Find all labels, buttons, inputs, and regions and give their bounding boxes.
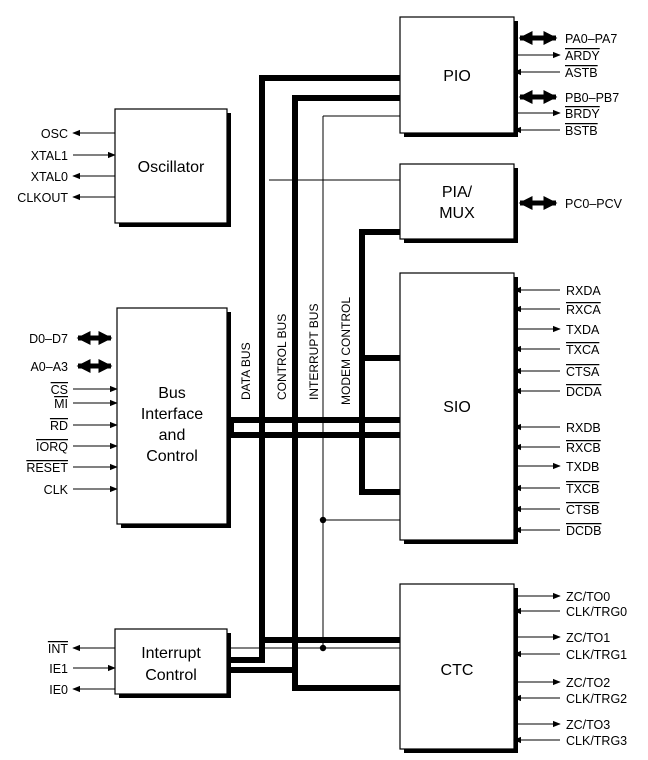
rxdb-label: RXDB <box>566 421 601 435</box>
bstb-label: BSTB <box>565 124 598 138</box>
pa0-pa7-label: PA0–PA7 <box>565 32 617 46</box>
bus-interface-line3: and <box>159 427 186 444</box>
pb0-pb7-label: PB0–PB7 <box>565 91 619 105</box>
ctsb-label: CTSB <box>566 503 599 517</box>
bus-interface-signals: D0–D7 A0–A3 CS MI RD IORQ RESET CLK <box>26 331 118 497</box>
bus-lines <box>223 75 403 691</box>
rd-label: RD <box>50 419 68 433</box>
ardy-label: ARDY <box>565 49 600 63</box>
junction-dot <box>319 516 327 524</box>
ctsa-label: CTSA <box>566 365 600 379</box>
clktrg2-label: CLK/TRG2 <box>566 692 627 706</box>
pio-signals: PA0–PA7 ARDY ASTB PB0–PB7 BRDY BSTB <box>513 31 619 138</box>
sio-label: SIO <box>443 399 471 416</box>
ctc-label: CTC <box>441 662 474 679</box>
rxda-label: RXDA <box>566 284 601 298</box>
dcda-label: DCDA <box>566 385 602 399</box>
bus-interface-block: Bus Interface and Control <box>116 307 231 528</box>
data-bus-label: DATA BUS <box>239 342 253 400</box>
cs-label: CS <box>51 383 68 397</box>
bus-interface-line1: Bus <box>158 385 186 402</box>
txca-label: TXCA <box>566 343 600 357</box>
a0-a3-label: A0–A3 <box>30 360 68 374</box>
oscillator-label: Oscillator <box>138 159 205 176</box>
junction-dot <box>319 644 327 652</box>
oscillator-signals: OSC XTAL1 XTAL0 CLKOUT <box>17 127 116 205</box>
osc-label: OSC <box>41 127 68 141</box>
pio-label: PIO <box>443 68 471 85</box>
iorq-label: IORQ <box>36 440 68 454</box>
pia-label-line1: PIA/ <box>442 184 473 201</box>
pia-mux-block: PIA/ MUX <box>399 163 518 243</box>
interrupt-bus-label: INTERRUPT BUS <box>307 304 321 400</box>
interrupt-control-line2: Control <box>145 667 197 684</box>
rxca-label: RXCA <box>566 303 601 317</box>
bus-interface-line2: Interface <box>141 406 203 423</box>
xtal0-label: XTAL0 <box>31 170 68 184</box>
clk-label: CLK <box>44 483 69 497</box>
interrupt-control-line1: Interrupt <box>141 645 201 662</box>
rxcb-label: RXCB <box>566 441 601 455</box>
txdb-label: TXDB <box>566 460 599 474</box>
clktrg0-label: CLK/TRG0 <box>566 605 627 619</box>
brdy-label: BRDY <box>565 107 600 121</box>
ie1-label: IE1 <box>49 662 68 676</box>
zcto1-label: ZC/TO1 <box>566 631 610 645</box>
dcdb-label: DCDB <box>566 524 601 538</box>
bus-interface-line4: Control <box>146 448 198 465</box>
int-label: INT <box>48 642 69 656</box>
clkout-label: CLKOUT <box>17 191 68 205</box>
pia-signals: PC0–PCV <box>518 196 623 211</box>
interrupt-signals: INT IE1 IE0 <box>48 642 116 697</box>
pia-label-line2: MUX <box>439 205 475 222</box>
d0-d7-label: D0–D7 <box>29 332 68 346</box>
xtal1-label: XTAL1 <box>31 149 68 163</box>
zcto2-label: ZC/TO2 <box>566 676 610 690</box>
ctc-signals: ZC/TO0 CLK/TRG0 ZC/TO1 CLK/TRG1 ZC/TO2 C… <box>513 590 627 748</box>
interrupt-control-block: Interrupt Control <box>114 628 231 698</box>
pio-block: PIO <box>399 16 518 137</box>
zcto0-label: ZC/TO0 <box>566 590 610 604</box>
ctc-block: CTC <box>399 583 518 753</box>
txda-label: TXDA <box>566 323 600 337</box>
astb-label: ASTB <box>565 66 598 80</box>
sio-block: SIO <box>399 272 518 544</box>
mi-label: MI <box>54 397 68 411</box>
control-bus-label: CONTROL BUS <box>275 314 289 400</box>
txcb-label: TXCB <box>566 482 599 496</box>
oscillator-block: Oscillator <box>114 108 231 227</box>
clktrg3-label: CLK/TRG3 <box>566 734 627 748</box>
clktrg1-label: CLK/TRG1 <box>566 648 627 662</box>
pc0-pcv-label: PC0–PCV <box>565 197 623 211</box>
ie0-label: IE0 <box>49 683 68 697</box>
zcto3-label: ZC/TO3 <box>566 718 610 732</box>
reset-label: RESET <box>26 461 68 475</box>
bus-labels: DATA BUS CONTROL BUS INTERRUPT BUS MODEM… <box>239 297 353 405</box>
modem-control-label: MODEM CONTROL <box>339 297 353 405</box>
sio-signals: RXDA RXCA TXDA TXCA CTSA DCDA RXDB RXCB … <box>513 284 602 538</box>
